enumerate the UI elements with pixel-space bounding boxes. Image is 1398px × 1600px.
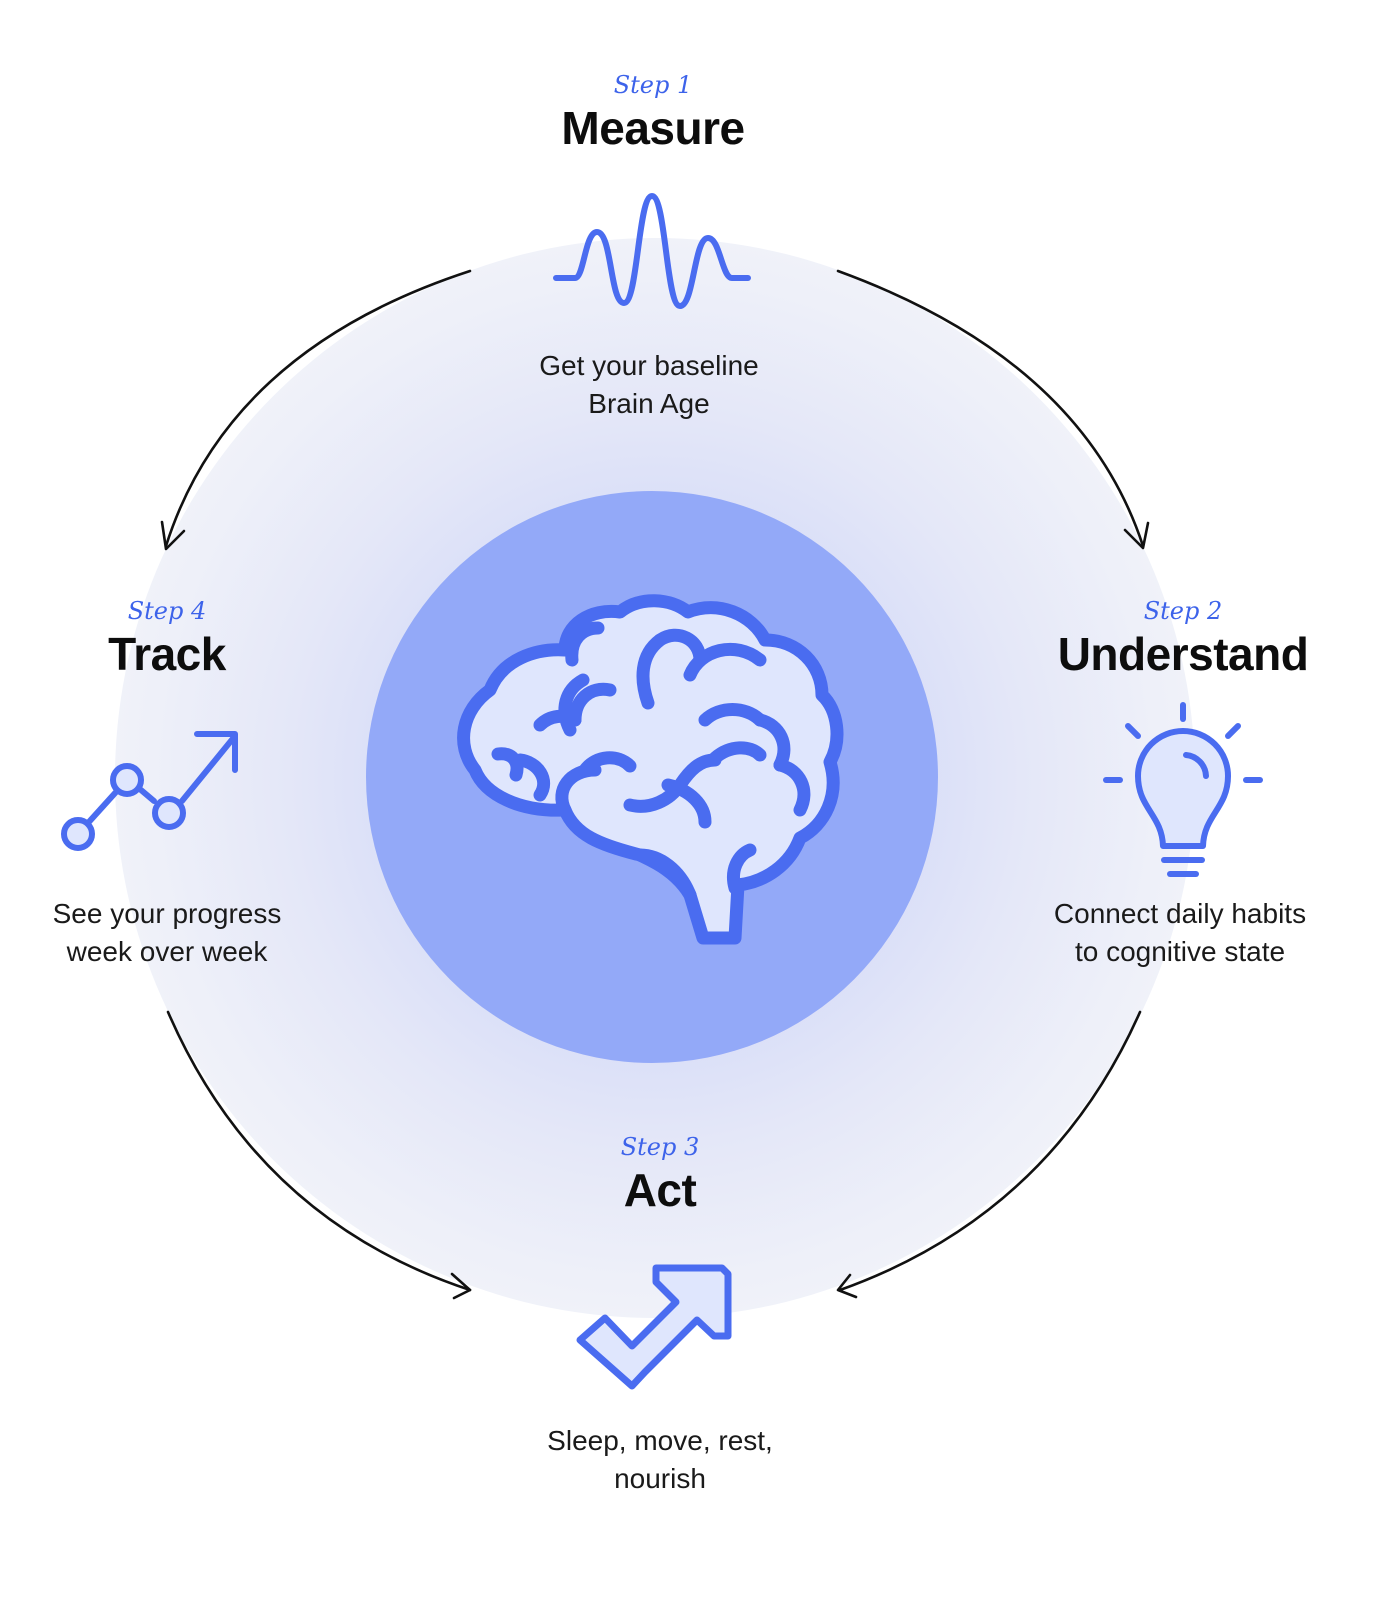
step-track: Step 4 Track [0, 596, 367, 682]
description-line: Get your baseline [539, 350, 759, 381]
step-description-measure: Get your baseline Brain Age [449, 347, 849, 423]
step-description-understand: Connect daily habits to cognitive state [980, 895, 1380, 971]
step-description-track: See your progress week over week [0, 895, 367, 971]
arrow-understand-to-act [838, 1010, 1142, 1292]
description-line: to cognitive state [1074, 936, 1286, 967]
arrow-track-to-measure [164, 269, 472, 548]
step-title: Track [108, 628, 226, 680]
arrow-act-to-track [166, 1010, 472, 1292]
description-line: Connect daily habits [1053, 898, 1307, 929]
arrowhead-understand [1123, 521, 1150, 550]
step-label: Step 3 [620, 1133, 700, 1161]
description-line: Brain Age [588, 388, 710, 419]
step-understand: Step 2 Understand [983, 596, 1383, 682]
step-label: Step 1 [613, 71, 693, 99]
arrowhead-act-left [450, 1272, 472, 1300]
description-line: nourish [614, 1463, 706, 1494]
step-title: Understand [1057, 628, 1309, 680]
step-label: Step 2 [1143, 597, 1223, 625]
description-line: week over week [66, 936, 268, 967]
step-description-act: Sleep, move, rest, nourish [460, 1422, 860, 1498]
step-label: Step 4 [127, 597, 207, 625]
arrow-measure-to-understand [836, 269, 1145, 548]
description-line: See your progress [52, 898, 282, 929]
step-act: Step 3 Act [460, 1132, 860, 1218]
step-title: Act [623, 1164, 697, 1216]
step-measure: Step 1 Measure [453, 70, 853, 156]
step-title: Measure [561, 102, 745, 154]
description-line: Sleep, move, rest, [547, 1425, 773, 1456]
arrowhead-act-right [836, 1273, 858, 1299]
arrowhead-track [160, 520, 186, 551]
